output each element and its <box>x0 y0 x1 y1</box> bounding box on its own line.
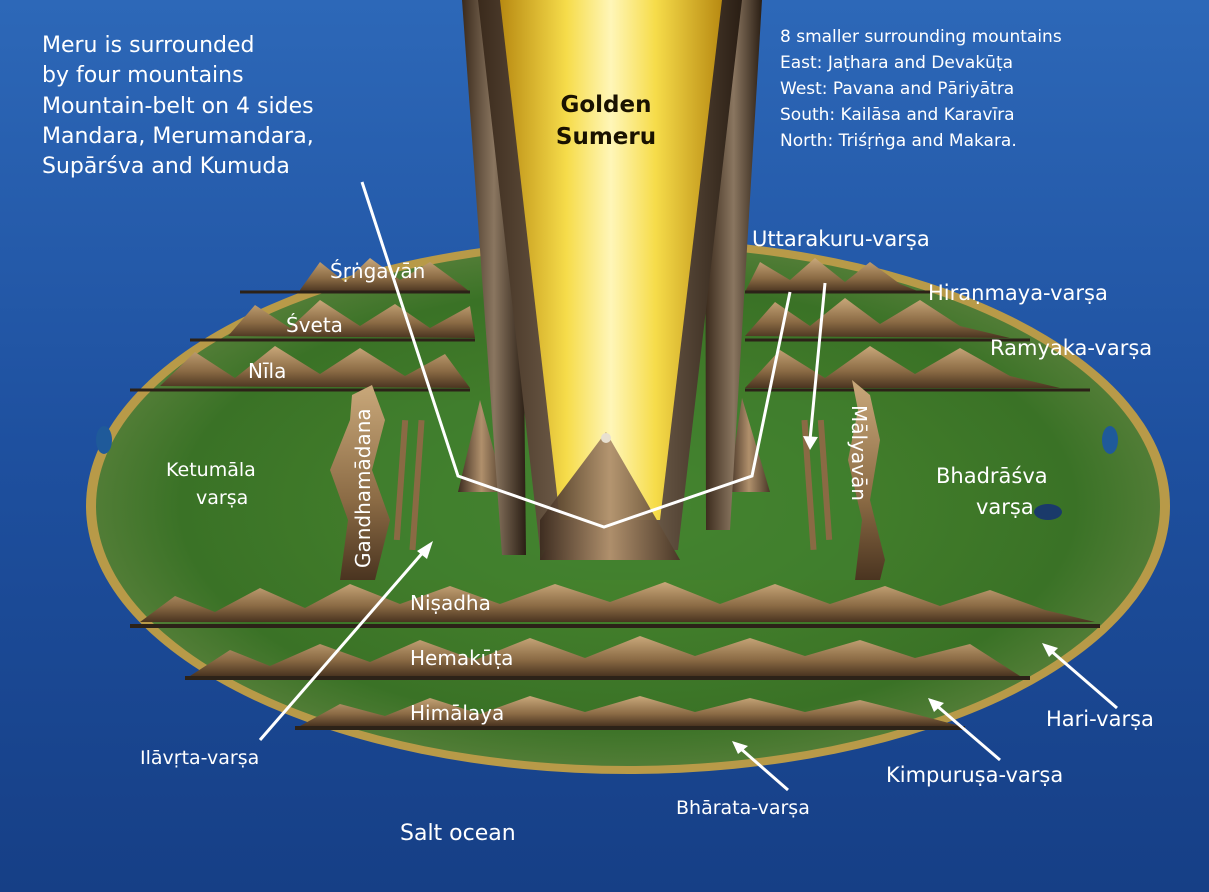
west-lake <box>96 426 112 454</box>
label-sveta: Śveta <box>286 313 343 337</box>
label-nila: Nīla <box>248 359 286 383</box>
label-uttarakuru: Uttarakuru-varṣa <box>752 227 930 251</box>
label-malyavan: Mālyavān <box>847 405 871 501</box>
label-ramyaka: Ramyaka-varṣa <box>990 336 1152 360</box>
label-hiranmaya: Hiraṇmaya-varṣa <box>928 281 1108 305</box>
note-right-line3: West: Pavana and Pāriyātra <box>780 79 1014 99</box>
label-ilavrta: Ilāvṛta-varṣa <box>140 747 259 769</box>
note-left-line3: Mountain-belt on 4 sides <box>42 94 314 119</box>
label-hemakuta: Hemakūṭa <box>410 646 513 670</box>
label-himalaya: Himālaya <box>410 701 504 725</box>
bhadrasva-lake <box>1034 504 1062 520</box>
label-nisadha: Niṣadha <box>410 591 491 615</box>
note-left-line2: by four mountains <box>42 63 244 88</box>
label-ketumala-line1: Ketumāla <box>166 459 256 481</box>
note-left-line1: Meru is surrounded <box>42 33 255 58</box>
east-lake <box>1102 426 1118 454</box>
note-right-line1: 8 smaller surrounding mountains <box>780 27 1062 47</box>
label-gandhamadana: Gandhamādana <box>351 408 375 568</box>
mount-meru <box>462 0 762 560</box>
label-bharata: Bhārata-varṣa <box>676 797 810 819</box>
label-hari: Hari-varṣa <box>1046 707 1154 731</box>
note-right-line2: East: Jaṭhara and Devakūṭa <box>780 53 1013 73</box>
label-srngavan: Śṛṅgavān <box>330 259 425 283</box>
meru-label-line2: Sumeru <box>556 124 656 150</box>
label-bhadrasva-line1: Bhadrāśva <box>936 464 1048 488</box>
label-bhadrasva-line2: varṣa <box>976 495 1034 519</box>
note-left-line5: Supārśva and Kumuda <box>42 154 290 179</box>
meru-label-line1: Golden <box>560 92 651 118</box>
note-right-line4: South: Kailāsa and Karavīra <box>780 105 1015 125</box>
label-kimpurusa: Kimpuruṣa-varṣa <box>886 763 1063 787</box>
label-ketumala-line2: varṣa <box>196 487 248 509</box>
note-left-line4: Mandara, Merumandara, <box>42 124 314 149</box>
note-right-line5: North: Triśṛṅga and Makara. <box>780 131 1017 151</box>
label-salt-ocean: Salt ocean <box>400 821 516 846</box>
